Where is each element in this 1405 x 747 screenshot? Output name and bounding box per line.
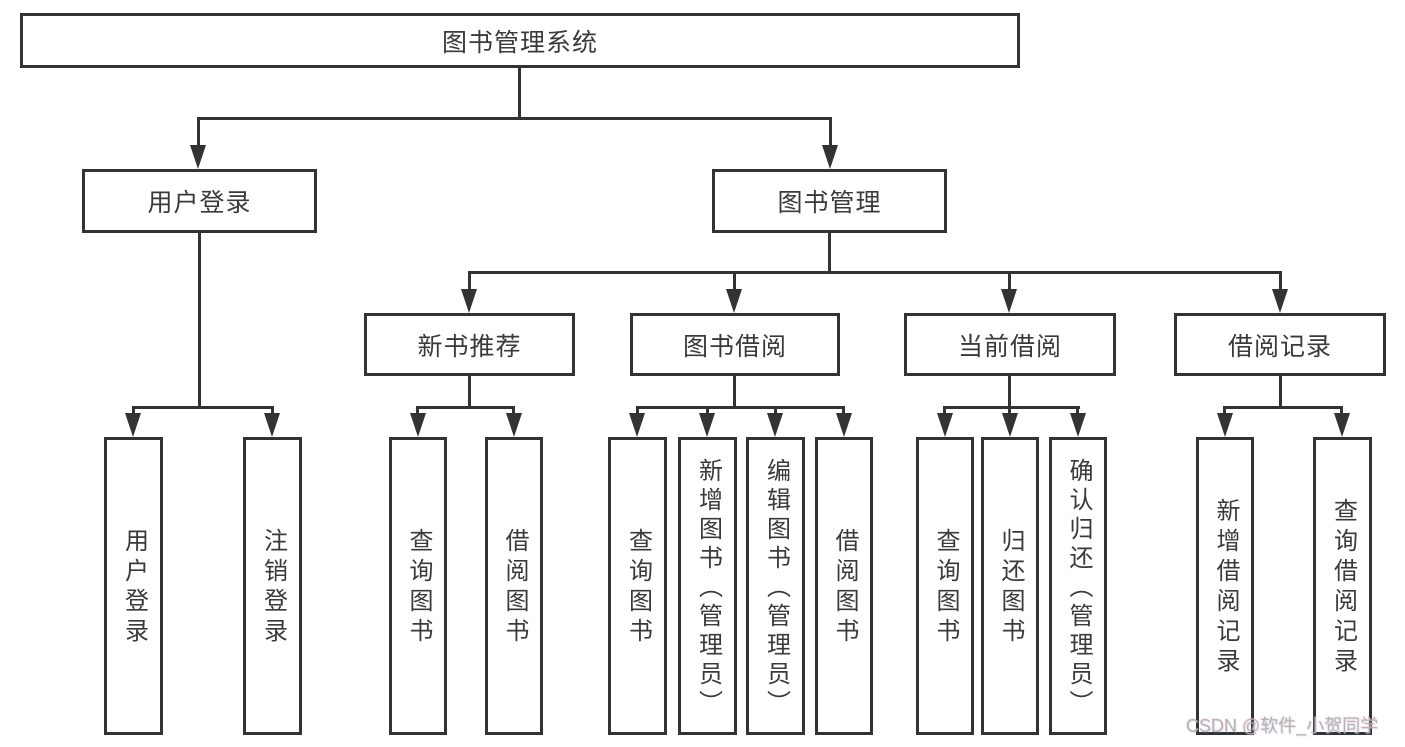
node-new-book-recommend-label: 新书推荐 (417, 332, 522, 361)
node-user-login-label: 用户登录 (147, 189, 252, 217)
arrow-down-icon (506, 413, 522, 437)
leaf-return-books-label: 归还图书 (997, 528, 1024, 648)
connector-line (733, 375, 736, 408)
connector-line (1279, 375, 1282, 408)
arrow-down-icon (699, 413, 715, 437)
connector-line (518, 68, 521, 118)
connector-line (197, 117, 832, 120)
leaf-query-books-recommend-label: 查询图书 (405, 528, 432, 648)
connector-line (829, 117, 832, 151)
connector-line (416, 406, 515, 409)
arrow-down-icon (1217, 413, 1233, 437)
leaf-query-borrow-record-label: 查询借阅记录 (1329, 498, 1357, 678)
connector-line (198, 232, 201, 408)
arrow-down-icon (767, 413, 783, 437)
arrow-down-icon (726, 289, 742, 313)
csdn-watermark: CSDN @软件_小贺同学 (1186, 716, 1379, 736)
connector-line (197, 117, 200, 151)
node-user-login: 用户登录 (82, 169, 317, 233)
connector-line (1008, 271, 1011, 297)
arrow-down-icon (1002, 413, 1018, 437)
arrow-down-icon (937, 413, 953, 437)
leaf-borrow-books-recommend: 借阅图书 (485, 437, 543, 735)
arrow-down-icon (410, 413, 426, 437)
leaf-borrow-books-label: 借阅图书 (831, 528, 858, 648)
leaf-return-books: 归还图书 (981, 437, 1039, 735)
leaf-query-borrow-record: 查询借阅记录 (1313, 437, 1372, 735)
arrow-down-icon (1070, 413, 1086, 437)
arrow-down-icon (1272, 289, 1288, 313)
leaf-confirm-return-admin-label: 确认归还（管理员） (1065, 457, 1092, 719)
node-current-borrow: 当前借阅 (904, 313, 1116, 376)
connector-line (1223, 406, 1343, 409)
arrow-down-icon (264, 413, 280, 437)
node-book-borrow: 图书借阅 (630, 313, 840, 376)
arrow-down-icon (836, 413, 852, 437)
arrow-down-icon (190, 145, 206, 169)
leaf-add-books-admin: 新增图书（管理员） (678, 437, 737, 735)
leaf-query-books-current-label: 查询图书 (932, 528, 959, 648)
arrow-down-icon (629, 413, 645, 437)
leaf-logout-label: 注销登录 (259, 528, 287, 648)
connector-line (468, 375, 471, 408)
node-book-borrow-label: 图书借阅 (682, 332, 787, 361)
leaf-confirm-return-admin: 确认归还（管理员） (1049, 437, 1107, 735)
node-borrow-records: 借阅记录 (1174, 313, 1386, 376)
leaf-edit-books-admin-label: 编辑图书（管理员） (762, 457, 790, 719)
connector-line (943, 406, 1080, 409)
leaf-user-login: 用户登录 (104, 437, 163, 735)
node-library-system: 图书管理系统 (20, 13, 1020, 68)
connector-line (468, 271, 1282, 274)
node-book-management-label: 图书管理 (777, 189, 882, 217)
node-borrow-records-label: 借阅记录 (1227, 332, 1332, 361)
arrow-down-icon (1001, 289, 1017, 313)
leaf-add-books-admin-label: 新增图书（管理员） (694, 457, 722, 719)
node-new-book-recommend: 新书推荐 (364, 313, 575, 376)
connector-line (1279, 271, 1282, 297)
leaf-query-books-borrow: 查询图书 (608, 437, 667, 735)
arrow-down-icon (822, 145, 838, 169)
node-book-management: 图书管理 (712, 169, 947, 233)
node-current-borrow-label: 当前借阅 (957, 332, 1062, 361)
leaf-user-login-label: 用户登录 (120, 528, 148, 648)
connector-line (132, 406, 274, 409)
leaf-query-books-borrow-label: 查询图书 (624, 528, 652, 648)
connector-line (636, 406, 845, 409)
leaf-borrow-books: 借阅图书 (815, 437, 873, 735)
leaf-edit-books-admin: 编辑图书（管理员） (746, 437, 805, 735)
arrow-down-icon (461, 289, 477, 313)
leaf-add-borrow-record: 新增借阅记录 (1196, 437, 1254, 735)
leaf-borrow-books-recommend-label: 借阅图书 (501, 528, 528, 648)
leaf-logout: 注销登录 (243, 437, 302, 735)
connector-line (828, 232, 831, 274)
arrow-down-icon (1334, 413, 1350, 437)
leaf-query-books-recommend: 查询图书 (389, 437, 447, 735)
arrow-down-icon (125, 413, 141, 437)
leaf-query-books-current: 查询图书 (916, 437, 974, 735)
leaf-add-borrow-record-label: 新增借阅记录 (1212, 498, 1239, 678)
node-library-system-label: 图书管理系统 (441, 28, 598, 57)
connector-line (1008, 375, 1011, 408)
connector-line (733, 271, 736, 297)
connector-line (468, 271, 471, 297)
